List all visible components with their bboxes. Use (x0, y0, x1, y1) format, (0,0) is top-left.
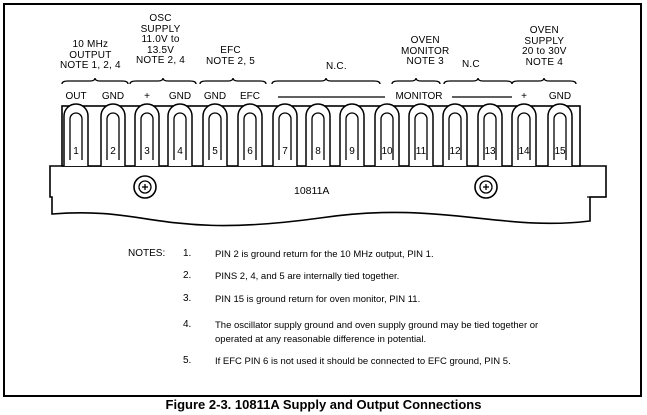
pin-number: 8 (315, 146, 321, 157)
group-brace (271, 77, 381, 85)
group-label-nc-2: N.C (462, 59, 480, 71)
pin-number: 2 (110, 146, 116, 157)
group-brace (199, 77, 267, 85)
connector-pin (339, 103, 365, 166)
group-label-nc: N.C. (326, 61, 347, 73)
note-text: The oscillator supply ground and oven su… (215, 320, 539, 345)
group-label-line: MONITOR (401, 45, 450, 57)
group-label-line: 13.5V (146, 44, 175, 56)
group-label-line: N.C. (326, 61, 347, 72)
group-label-line: NOTE 2, 5 (206, 55, 256, 67)
group-label-line: EFC (220, 45, 241, 56)
group-label-line: OVEN (529, 25, 559, 36)
pin-label-gnd: GND (548, 91, 572, 102)
note-text: PIN 2 is ground return for the 10 MHz ou… (215, 249, 434, 260)
group-label-line: NOTE 2, 4 (136, 55, 186, 66)
connector-pin (408, 103, 434, 166)
connector-pin (202, 103, 228, 166)
connector-pin (547, 103, 573, 166)
note-number: 4. (183, 319, 192, 330)
group-brace (443, 77, 513, 85)
group-label-line: NOTE 1, 2, 4 (60, 60, 121, 71)
pin-label-gnd: GND (101, 91, 125, 102)
oscillator-body (49, 165, 607, 227)
pin-label-out: OUT (65, 91, 87, 102)
group-label-line: OUTPUT (69, 49, 112, 61)
pin-number: 7 (282, 146, 288, 157)
pin-number: 6 (247, 146, 253, 157)
note-number: 1. (183, 248, 192, 259)
note-number: 2. (183, 270, 192, 281)
connector-pin (63, 103, 89, 166)
pin-number: 11 (415, 146, 427, 157)
group-label-line: NOTE 4 (525, 56, 563, 68)
group-label-line: OVEN (410, 35, 440, 46)
pin-number: 1 (73, 146, 79, 157)
figure-frame (3, 3, 642, 397)
pin-number: 9 (349, 146, 355, 157)
connector-pin (237, 103, 263, 166)
group-label-line: SUPPLY (140, 23, 181, 35)
group-label-line: SUPPLY (524, 35, 565, 47)
figure-caption: Figure 2-3. 10811A Supply and Output Con… (165, 397, 482, 412)
pin-number: 12 (449, 146, 461, 157)
note-text: PINS 2, 4, and 5 are internally tied tog… (215, 271, 400, 282)
notes-heading: NOTES: (128, 248, 166, 259)
connector-pin (305, 103, 331, 166)
model-label: 10811A (294, 185, 330, 197)
pin-label-gnd: GND (203, 91, 227, 102)
group-label-line: 11.0V to (141, 34, 180, 45)
pin-number: 4 (177, 146, 183, 157)
pin-number: 5 (212, 146, 218, 157)
pin-number: 13 (484, 146, 496, 157)
group-label-line: NOTE 3 (406, 56, 444, 67)
mounting-screw-right-icon (474, 175, 498, 199)
pin-label-monitor: MONITOR (395, 91, 443, 102)
connector-pin (272, 103, 298, 166)
group-brace (61, 77, 129, 85)
pin-label-gnd: GND (168, 91, 192, 102)
group-brace (511, 77, 577, 85)
connector-pin (134, 103, 160, 166)
note-number: 3. (183, 293, 192, 304)
group-label-line: 10 MHz (72, 39, 109, 50)
pin-label-plus: + (521, 91, 527, 102)
connector-pin (374, 103, 400, 166)
note-text: If EFC PIN 6 is not used it should be co… (215, 356, 511, 367)
connector-pin (167, 103, 193, 166)
group-label-line: 20 to 30V (522, 46, 567, 57)
note-text: PIN 15 is ground return for oven monitor… (215, 294, 421, 305)
group-braces (61, 77, 577, 85)
pin-label-plus: + (144, 91, 150, 102)
pin-number: 14 (518, 146, 530, 157)
connector-pin (442, 103, 468, 166)
pin-label-efc: EFC (240, 91, 260, 102)
group-brace (129, 77, 197, 85)
pin-number: 3 (144, 146, 150, 157)
group-label-line: N.C (462, 59, 480, 70)
pin-number: 15 (554, 146, 566, 157)
connector-pin (477, 103, 503, 166)
group-label-line: OSC (149, 13, 172, 24)
pin-number: 10 (381, 146, 393, 157)
group-brace (391, 77, 441, 85)
note-number: 5. (183, 355, 192, 366)
connector-pin (100, 103, 126, 166)
connector-pin (511, 103, 537, 166)
mounting-screw-left-icon (133, 175, 157, 199)
